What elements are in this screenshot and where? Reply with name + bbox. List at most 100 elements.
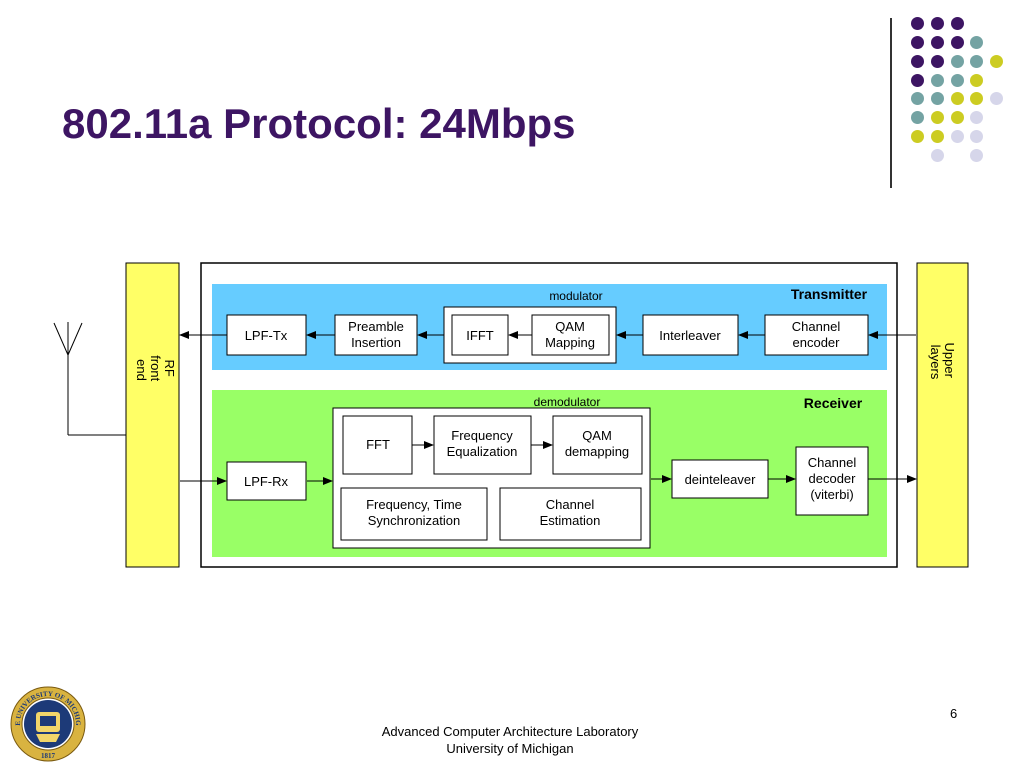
dot — [911, 92, 924, 105]
dot — [931, 36, 944, 49]
rf-label-line1: RF — [162, 360, 177, 377]
rf-front-end-label: RF front end — [134, 355, 177, 385]
university-seal-logo: THE UNIVERSITY OF MICHIGAN 1817 — [10, 686, 86, 762]
slide-footer: Advanced Computer Architecture Laborator… — [360, 723, 660, 757]
dot — [931, 92, 944, 105]
svg-text:FFT: FFT — [366, 437, 390, 452]
svg-text:LPF-Tx: LPF-Tx — [245, 328, 288, 343]
block-label-line: Synchronization — [368, 513, 461, 528]
upper-layers-bar — [916, 262, 969, 568]
dot — [931, 130, 944, 143]
seal-year: 1817 — [41, 752, 56, 760]
dot — [951, 74, 964, 87]
svg-text:Interleaver: Interleaver — [659, 328, 721, 343]
demodulator-label: demodulator — [534, 395, 601, 409]
block-label-line: QAM — [555, 319, 585, 334]
svg-text:LPF-Rx: LPF-Rx — [244, 474, 289, 489]
page-number: 6 — [950, 706, 958, 721]
dot — [911, 36, 924, 49]
dot — [911, 74, 924, 87]
upper-layers-label: Upper layers — [928, 342, 957, 381]
footer-line-2: University of Michigan — [446, 741, 574, 756]
dot — [970, 149, 983, 162]
dot — [970, 36, 983, 49]
receiver-arrows — [180, 441, 917, 485]
dot — [931, 74, 944, 87]
rf-label-line3: end — [134, 359, 149, 381]
dot — [990, 55, 1003, 68]
block-label-line: Channel — [792, 319, 841, 334]
block-interleaver: Interleaver — [642, 314, 739, 356]
block-lpf-rx: LPF-Rx — [226, 461, 307, 501]
block-label-line: (viterbi) — [810, 487, 853, 502]
svg-text:deinteleaver: deinteleaver — [685, 472, 756, 487]
dot — [951, 55, 964, 68]
block-deinterleaver: deinteleaver — [671, 459, 769, 499]
dot — [951, 36, 964, 49]
block-ifft: IFFT — [451, 314, 509, 356]
dot — [911, 17, 924, 30]
dot — [970, 74, 983, 87]
dot — [931, 17, 944, 30]
block-label-line: encoder — [793, 335, 841, 350]
modulator-label: modulator — [549, 289, 602, 303]
dot — [911, 130, 924, 143]
upper-label-line2: layers — [928, 345, 943, 380]
dot — [951, 17, 964, 30]
receiver-label: Receiver — [804, 395, 863, 411]
dot — [951, 130, 964, 143]
upper-label-line1: Upper — [942, 342, 957, 378]
slide-title: 802.11a Protocol: 24Mbps — [62, 100, 576, 147]
dot — [951, 92, 964, 105]
block-label-line: Frequency — [451, 428, 513, 443]
transmitter-label: Transmitter — [791, 286, 868, 302]
dot — [990, 92, 1003, 105]
block-label-line: Estimation — [540, 513, 601, 528]
block-lpf-tx: LPF-Tx — [226, 314, 307, 356]
block-fft: FFT — [342, 415, 413, 475]
dot — [931, 111, 944, 124]
dot — [911, 111, 924, 124]
block-label-line: Insertion — [351, 335, 401, 350]
block-label-line: Frequency, Time — [366, 497, 462, 512]
block-label-line: Channel — [808, 455, 857, 470]
dot — [911, 55, 924, 68]
block-label-line: Preamble — [348, 319, 404, 334]
rf-label-line2: front — [148, 355, 163, 381]
svg-text:IFFT: IFFT — [466, 328, 493, 343]
dot — [951, 111, 964, 124]
dot — [970, 130, 983, 143]
footer-line-1: Advanced Computer Architecture Laborator… — [381, 724, 639, 739]
block-label-line: demapping — [565, 444, 629, 459]
rf-front-end-bar — [125, 262, 180, 568]
dot — [931, 149, 944, 162]
block-label-line: Channel — [546, 497, 595, 512]
dot — [970, 55, 983, 68]
dot — [970, 92, 983, 105]
block-label-line: QAM — [582, 428, 612, 443]
title-divider-line — [890, 18, 892, 188]
dot — [970, 111, 983, 124]
block-label-line: Equalization — [447, 444, 518, 459]
dot — [931, 55, 944, 68]
antenna-icon — [53, 322, 126, 436]
block-label-line: decoder — [809, 471, 857, 486]
block-label-line: Mapping — [545, 335, 595, 350]
